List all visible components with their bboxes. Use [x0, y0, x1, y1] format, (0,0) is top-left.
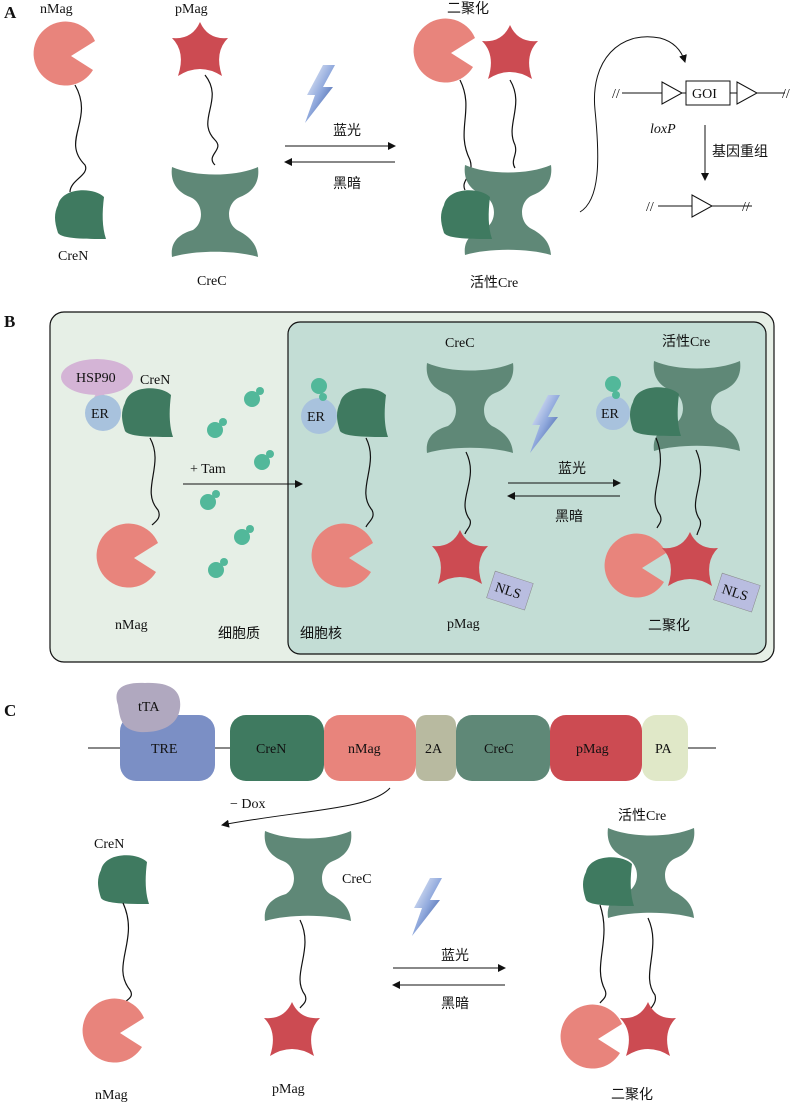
- a-cren-label: CreN: [58, 249, 88, 264]
- a-left-nmag: [33, 21, 95, 86]
- a-linker-4: [509, 79, 517, 169]
- c-linker-1: [122, 902, 132, 1004]
- a-right-nmag: [413, 18, 475, 83]
- c-dox-label: − Dox: [230, 797, 266, 812]
- c-pmag-mid: [264, 1002, 320, 1056]
- c-nmag-label: nMag: [95, 1088, 128, 1103]
- b-hsp90: [61, 359, 133, 395]
- c-tta: [116, 682, 181, 733]
- c-linker-3: [599, 904, 607, 1004]
- c-nmag-left: [82, 998, 144, 1063]
- b-er-label-1: ER: [91, 407, 110, 422]
- c-active-label: 活性Cre: [618, 808, 666, 824]
- c-pmag-right: [620, 1002, 676, 1056]
- c-seg-2a: 2A: [425, 742, 443, 757]
- panel-a-label: A: [4, 3, 17, 22]
- c-tta-label: tTA: [138, 700, 160, 715]
- a-dark-label: 黑暗: [333, 176, 361, 192]
- c-seg-pmag: pMag: [576, 742, 609, 757]
- a-dimer-label: 二聚化: [447, 1, 489, 17]
- b-linker-5: [694, 449, 702, 536]
- panel-b-label: B: [4, 312, 15, 331]
- a-linker-3: [459, 79, 472, 191]
- c-cren-label: CreN: [94, 837, 124, 852]
- a-loxp-label: loxP: [650, 122, 676, 137]
- a-recomb-label: 基因重组: [712, 143, 768, 160]
- c-dimer-label: 二聚化: [611, 1087, 653, 1103]
- b-er-mid: [301, 398, 337, 434]
- b-crec-label: CreC: [445, 336, 475, 351]
- a-left-pmag: [172, 22, 228, 76]
- b-cren-right: [630, 387, 681, 436]
- b-nls-right: NLS: [713, 572, 761, 613]
- c-seg-pa: PA: [655, 742, 673, 757]
- b-linker-3: [464, 451, 471, 535]
- b-cytoplasm-label: 细胞质: [218, 626, 260, 642]
- c-seg-crec: CreC: [484, 742, 514, 757]
- b-dark-label: 黑暗: [555, 509, 583, 525]
- a-linker-1: [69, 84, 87, 193]
- a-left-cren: [55, 190, 106, 239]
- b-cren-mid: [337, 388, 388, 437]
- a-left-crec: [171, 167, 259, 257]
- b-dimer-label: 二聚化: [648, 618, 690, 634]
- c-cren-left: [98, 855, 149, 904]
- a-curve-arrow-icon: [579, 36, 687, 213]
- a-lightning-icon: [305, 65, 335, 123]
- svg-text://: //: [646, 200, 654, 215]
- svg-text://: //: [782, 87, 790, 102]
- c-segments: [120, 715, 688, 781]
- panel-c-label: C: [4, 701, 16, 720]
- b-linker-4: [654, 437, 662, 529]
- b-hsp90-label: HSP90: [76, 371, 116, 386]
- a-loxp-triangle-icon: [661, 81, 684, 105]
- c-dark-label: 黑暗: [441, 996, 469, 1012]
- a-linker-2: [204, 74, 219, 166]
- a-recombined-construct: // //: [646, 194, 752, 218]
- b-er-label-3: ER: [601, 407, 620, 422]
- c-crec-label: CreC: [342, 872, 372, 887]
- b-pmag-label: pMag: [447, 617, 480, 632]
- svg-text://: //: [742, 200, 750, 215]
- c-linker-2: [299, 919, 307, 1009]
- a-active-label: 活性Cre: [470, 275, 518, 291]
- b-tam-label: + Tam: [190, 462, 226, 477]
- c-seg-cren: CreN: [256, 742, 286, 757]
- svg-text://: //: [612, 87, 620, 102]
- a-pmag-label: pMag: [175, 2, 208, 17]
- c-seg-nmag: nMag: [348, 742, 381, 757]
- b-er-label-2: ER: [307, 410, 326, 425]
- c-blue-label: 蓝光: [441, 948, 469, 964]
- b-linker-1: [149, 437, 160, 526]
- b-cren-label: CreN: [140, 373, 170, 388]
- b-er-right: [596, 396, 630, 430]
- b-cren-left: [122, 388, 173, 437]
- a-right-cren: [441, 190, 492, 239]
- a-nmag-label: nMag: [40, 2, 73, 17]
- c-lightning-icon: [412, 878, 442, 936]
- a-loxp-triangle-icon-2: [736, 81, 759, 105]
- a-loxp-construct: // //: [612, 80, 790, 106]
- c-linker-4: [647, 917, 657, 1011]
- a-right-pmag: [482, 25, 538, 79]
- a-goi-label: GOI: [692, 87, 717, 102]
- a-blue-label: 蓝光: [333, 123, 361, 139]
- b-active-label: 活性Cre: [662, 334, 710, 350]
- a-crec-label: CreC: [197, 274, 227, 289]
- b-nmag-label: nMag: [115, 618, 148, 633]
- c-nmag-right: [560, 1004, 622, 1069]
- c-cren-right: [583, 857, 634, 906]
- c-pmag-label: pMag: [272, 1082, 305, 1097]
- b-blue-label: 蓝光: [558, 461, 586, 477]
- b-nls-mid: NLS: [486, 570, 534, 611]
- c-dox-arrow-icon: [221, 787, 391, 828]
- c-crec-mid: [264, 831, 352, 921]
- c-seg-tre: TRE: [151, 742, 177, 757]
- b-er-left: [85, 395, 121, 431]
- b-nucleus-label: 细胞核: [300, 626, 342, 642]
- b-linker-2: [365, 437, 374, 528]
